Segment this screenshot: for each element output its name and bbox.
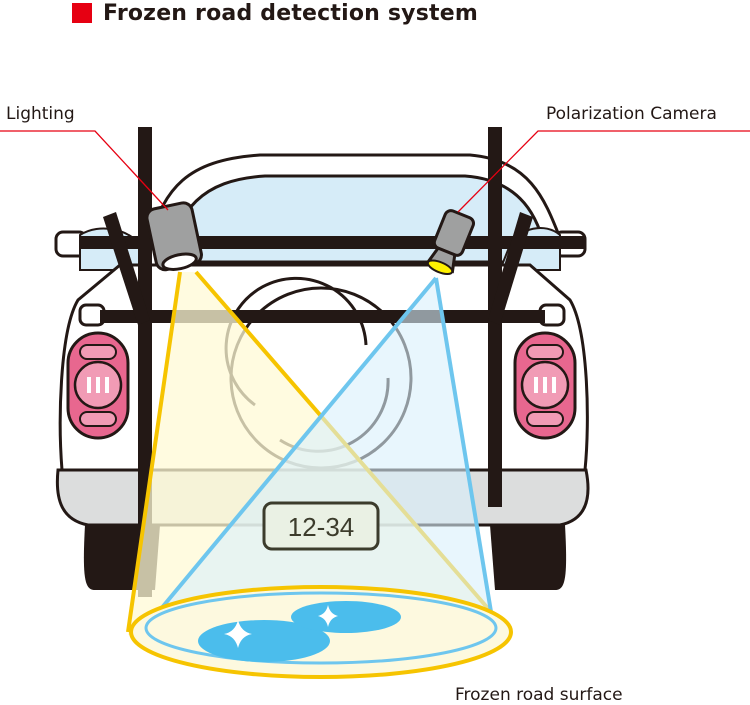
title-square-icon: [72, 3, 92, 23]
tail-light-right: [513, 331, 577, 440]
title-text: Frozen road detection system: [103, 0, 478, 26]
diagram-title: Frozen road detection system: [72, 0, 478, 26]
camera-beam: [143, 276, 496, 635]
lighting-leader-line: [0, 130, 169, 211]
lighting-device-icon: [145, 201, 203, 272]
license-plate: 12-34: [262, 501, 380, 551]
frozen-road-surface: [129, 585, 513, 679]
sparkle-icon: [318, 605, 338, 627]
polarization-camera-label: Polarization Camera: [546, 104, 717, 124]
camera-leader-line: [457, 130, 750, 213]
license-plate-number: 12-34: [288, 512, 355, 542]
frozen-road-surface-label: Frozen road surface: [455, 685, 623, 705]
sparkle-icon: [224, 620, 252, 648]
lighting-label: Lighting: [6, 104, 75, 124]
tail-light-left: [66, 331, 130, 440]
polarization-camera-icon: [426, 209, 476, 275]
